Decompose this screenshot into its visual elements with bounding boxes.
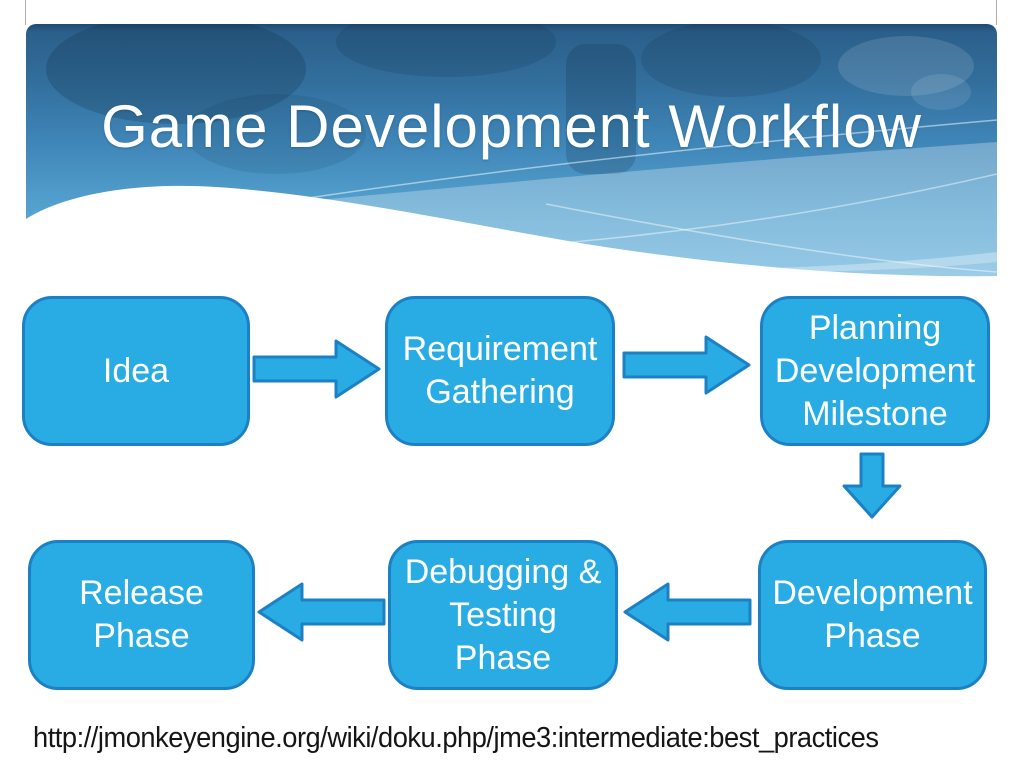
flow-box-release-phase-label: Release Phase <box>79 574 204 655</box>
footer-url: http://jmonkeyengine.org/wiki/doku.php/j… <box>33 722 879 754</box>
page-title: Game Development Workflow <box>101 93 922 160</box>
flow-box-release-phase: Release Phase <box>28 540 255 690</box>
flow-box-idea: Idea <box>22 296 250 446</box>
flow-box-development-phase-label: Development Phase <box>772 574 973 655</box>
banner-background-image-hint <box>46 24 974 174</box>
slide-edge-line-left <box>25 0 26 25</box>
flow-box-development-phase: Development Phase <box>758 540 987 690</box>
slide-edge-line-right <box>996 0 997 25</box>
flow-box-planning-development-milestone: Planning Development Milestone <box>760 296 990 446</box>
arrow-left-debugging-to-release-icon <box>256 581 386 643</box>
arrow-down-planning-to-development-icon <box>841 452 903 520</box>
flow-box-debugging-testing-phase: Debugging & Testing Phase <box>388 540 618 690</box>
arrow-right-idea-to-requirement-icon <box>252 338 382 400</box>
flow-box-planning-development-milestone-label: Planning Development Milestone <box>774 308 976 433</box>
flow-box-requirement-gathering-label: Requirement Gathering <box>402 330 598 411</box>
arrow-right-requirement-to-planning-icon <box>622 334 752 396</box>
arrow-left-development-to-debugging-icon <box>622 581 752 643</box>
flow-box-debugging-testing-phase-label: Debugging & Testing Phase <box>404 552 602 677</box>
flow-box-requirement-gathering: Requirement Gathering <box>385 296 615 446</box>
flow-box-idea-label: Idea <box>102 351 170 390</box>
title-banner: Game Development Workflow <box>26 24 997 283</box>
banner-wave-graphic <box>26 24 997 283</box>
